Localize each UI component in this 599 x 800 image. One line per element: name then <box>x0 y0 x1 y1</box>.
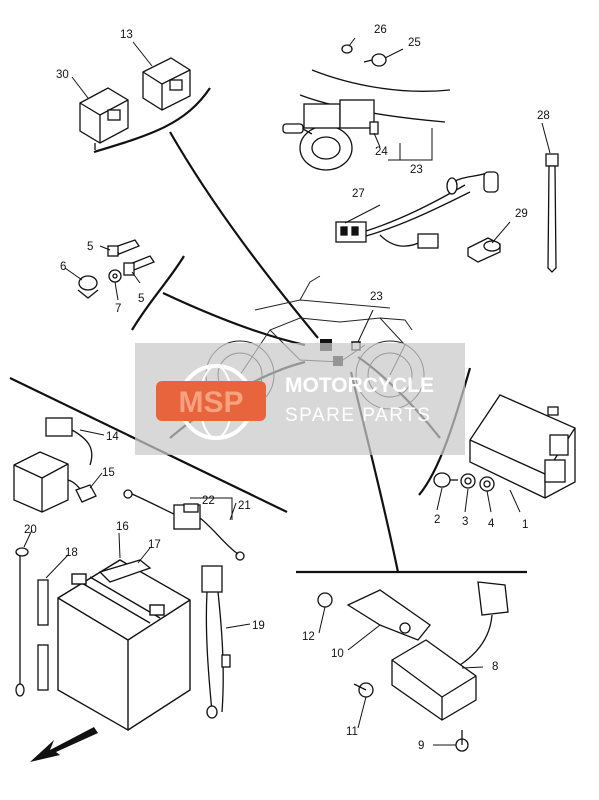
part-number-label: 29 <box>515 208 528 220</box>
screw-26 <box>341 44 353 54</box>
washer-7 <box>108 269 122 283</box>
bracket-10 <box>346 589 431 641</box>
part-number-label: 18 <box>65 547 78 559</box>
cable-tie-28 <box>545 153 559 273</box>
part-number-label: 28 <box>537 110 550 122</box>
lead-20 <box>15 547 29 697</box>
wire-harness-27 <box>335 171 499 249</box>
screw-24 <box>369 121 379 135</box>
part-number-label: 16 <box>116 521 129 533</box>
part-number-label: 3 <box>462 516 468 528</box>
part-numbers: 1 2 3 4 5 5 6 7 8 9 10 11 12 13 14 15 16… <box>24 24 550 752</box>
screw-2 <box>433 472 458 488</box>
watermark-line2: SPARE PARTS <box>285 405 431 426</box>
part-number-label: 10 <box>331 648 344 660</box>
part-number-label: 17 <box>148 539 161 551</box>
clamp-29 <box>467 237 501 263</box>
washer-4 <box>479 476 495 492</box>
fuse-holder-5b <box>123 255 155 276</box>
part-number-label: 2 <box>434 514 440 526</box>
ignition-coil-23 <box>282 69 451 171</box>
number-leaders <box>23 37 551 746</box>
part-number-label: 23 <box>410 164 423 176</box>
part-number-label: 22 <box>202 495 215 507</box>
bolt-11 <box>353 682 374 698</box>
part-number-label: 14 <box>106 431 119 443</box>
part-number-label: 8 <box>492 661 498 673</box>
bracket-fuse <box>131 255 185 331</box>
cdi-unit-1 <box>469 394 576 499</box>
lead-18 <box>37 579 49 691</box>
fuse-6 <box>77 275 99 299</box>
part-number-label: 15 <box>102 467 115 479</box>
part-number-label: 19 <box>252 620 265 632</box>
part-number-label: 21 <box>238 500 251 512</box>
part-number-label: 13 <box>120 29 133 41</box>
bracket-21 <box>190 497 233 520</box>
front-arrow-icon <box>30 727 98 762</box>
bracket-23 <box>388 128 433 161</box>
part-number-label: 5 <box>87 241 93 253</box>
part-number-label: 27 <box>352 188 365 200</box>
watermark: MSP MOTORCYCLE SPARE PARTS <box>135 343 465 455</box>
relay-13 <box>142 57 191 111</box>
fuse-15 <box>75 484 97 503</box>
part-number-label: 9 <box>418 740 424 752</box>
relay-30 <box>79 87 129 150</box>
part-number-label: 7 <box>115 303 121 315</box>
battery-lead-19 <box>201 565 231 719</box>
part-number-label: 1 <box>522 519 528 531</box>
watermark-line1: MOTORCYCLE <box>285 374 434 397</box>
part-number-label: 25 <box>408 37 421 49</box>
fuse-holder-5a <box>107 239 140 257</box>
screw-25 <box>363 53 387 67</box>
part-number-label: 12 <box>302 631 315 643</box>
watermark-logo-text: MSP <box>178 386 243 419</box>
regulator-8 <box>391 581 509 721</box>
part-number-label: 30 <box>56 69 69 81</box>
starter-cable-21 <box>123 489 245 561</box>
collar-3 <box>460 473 476 489</box>
battery-band-17 <box>98 559 152 583</box>
part-number-label: 23 <box>370 291 383 303</box>
part-number-label: 6 <box>60 261 66 273</box>
part-number-label: 5 <box>138 293 144 305</box>
part-number-label: 24 <box>375 146 388 158</box>
part-number-label: 11 <box>346 726 358 738</box>
battery-16 <box>57 559 191 731</box>
bracket-relays <box>93 87 211 154</box>
part-number-label: 26 <box>374 24 387 36</box>
bolt-9 <box>455 730 469 752</box>
starter-relay-14 <box>13 417 93 513</box>
fuse-22 <box>183 503 199 513</box>
part-number-label: 20 <box>24 524 37 536</box>
watermark-logo-box <box>156 381 266 421</box>
nut-12 <box>317 592 333 608</box>
part-number-label: 4 <box>488 518 495 530</box>
